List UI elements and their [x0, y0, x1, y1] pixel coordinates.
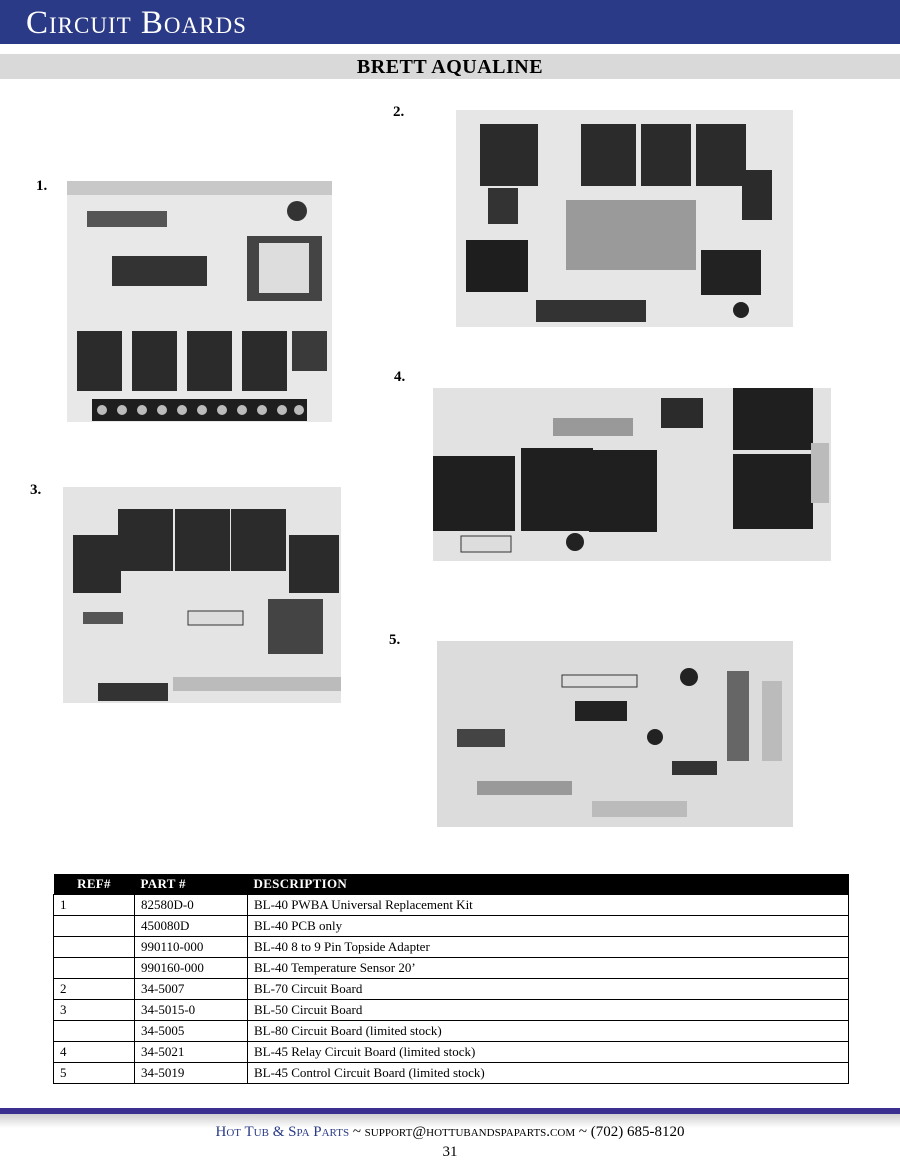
cell-description: BL-70 Circuit Board: [247, 978, 849, 1000]
cell-part: 82580D-0: [134, 894, 248, 916]
cell-part: 34-5019: [134, 1062, 248, 1084]
circuit-board-image-2: [456, 110, 793, 327]
cell-description: BL-45 Control Circuit Board (limited sto…: [247, 1062, 849, 1084]
table-row: 990110-000 BL-40 8 to 9 Pin Topside Adap…: [53, 936, 849, 958]
footer-divider: [0, 1108, 900, 1114]
footer-contact: ~ support@hottubandspaparts.com ~ (702) …: [349, 1124, 685, 1140]
parts-table: REF# PART # DESCRIPTION 1 82580D-0 BL-40…: [53, 874, 849, 1084]
table-row: 4 34-5021 BL-45 Relay Circuit Board (lim…: [53, 1041, 849, 1063]
footer-brand: Hot Tub & Spa Parts: [215, 1124, 350, 1140]
cell-ref: [53, 915, 135, 937]
column-header-part: PART #: [134, 874, 248, 895]
cell-part: 450080D: [134, 915, 248, 937]
circuit-board-image-5: [437, 641, 793, 827]
cell-description: BL-50 Circuit Board: [247, 999, 849, 1021]
figure-label-3: 3.: [30, 482, 42, 498]
cell-part: 34-5015-0: [134, 999, 248, 1021]
page-title: Circuit Boards: [26, 5, 247, 41]
cell-description: BL-40 Temperature Sensor 20’: [247, 957, 849, 979]
cell-part: 990110-000: [134, 936, 248, 958]
section-header: BRETT AQUALINE: [0, 54, 900, 79]
circuit-board-image-3: [63, 487, 341, 703]
cell-part: 990160-000: [134, 957, 248, 979]
page-number: 31: [442, 1144, 458, 1160]
table-row: 3 34-5015-0 BL-50 Circuit Board: [53, 999, 849, 1021]
table-row: 34-5005 BL-80 Circuit Board (limited sto…: [53, 1020, 849, 1042]
table-row: 1 82580D-0 BL-40 PWBA Universal Replacem…: [53, 894, 849, 916]
cell-part: 34-5007: [134, 978, 248, 1000]
cell-description: BL-40 PCB only: [247, 915, 849, 937]
table-header-row: REF# PART # DESCRIPTION: [53, 874, 849, 895]
cell-ref: [53, 1020, 135, 1042]
footer-shadow: [0, 1114, 900, 1128]
column-header-description: DESCRIPTION: [247, 874, 849, 895]
cell-description: BL-40 PWBA Universal Replacement Kit: [247, 894, 849, 916]
cell-part: 34-5021: [134, 1041, 248, 1063]
figure-label-4: 4.: [394, 369, 406, 385]
cell-ref: 5: [53, 1062, 135, 1084]
cell-description: BL-40 8 to 9 Pin Topside Adapter: [247, 936, 849, 958]
cell-ref: 2: [53, 978, 135, 1000]
cell-ref: 3: [53, 999, 135, 1021]
cell-ref: 4: [53, 1041, 135, 1063]
table-row: 450080D BL-40 PCB only: [53, 915, 849, 937]
column-header-ref: REF#: [53, 874, 135, 895]
cell-ref: [53, 936, 135, 958]
circuit-board-image-4: [433, 388, 831, 561]
circuit-board-image-1: [67, 181, 332, 422]
cell-description: BL-45 Relay Circuit Board (limited stock…: [247, 1041, 849, 1063]
figure-label-5: 5.: [389, 632, 401, 648]
figure-label-1: 1.: [36, 178, 48, 194]
cell-part: 34-5005: [134, 1020, 248, 1042]
table-row: 990160-000 BL-40 Temperature Sensor 20’: [53, 957, 849, 979]
table-row: 2 34-5007 BL-70 Circuit Board: [53, 978, 849, 1000]
table-row: 5 34-5019 BL-45 Control Circuit Board (l…: [53, 1062, 849, 1084]
cell-description: BL-80 Circuit Board (limited stock): [247, 1020, 849, 1042]
cell-ref: 1: [53, 894, 135, 916]
page-footer: Hot Tub & Spa Parts ~ support@hottubands…: [0, 1124, 900, 1141]
header-divider: [0, 44, 900, 48]
cell-ref: [53, 957, 135, 979]
page-header: Circuit Boards: [0, 0, 900, 44]
section-title: BRETT AQUALINE: [356, 56, 544, 78]
figure-label-2: 2.: [393, 104, 405, 120]
